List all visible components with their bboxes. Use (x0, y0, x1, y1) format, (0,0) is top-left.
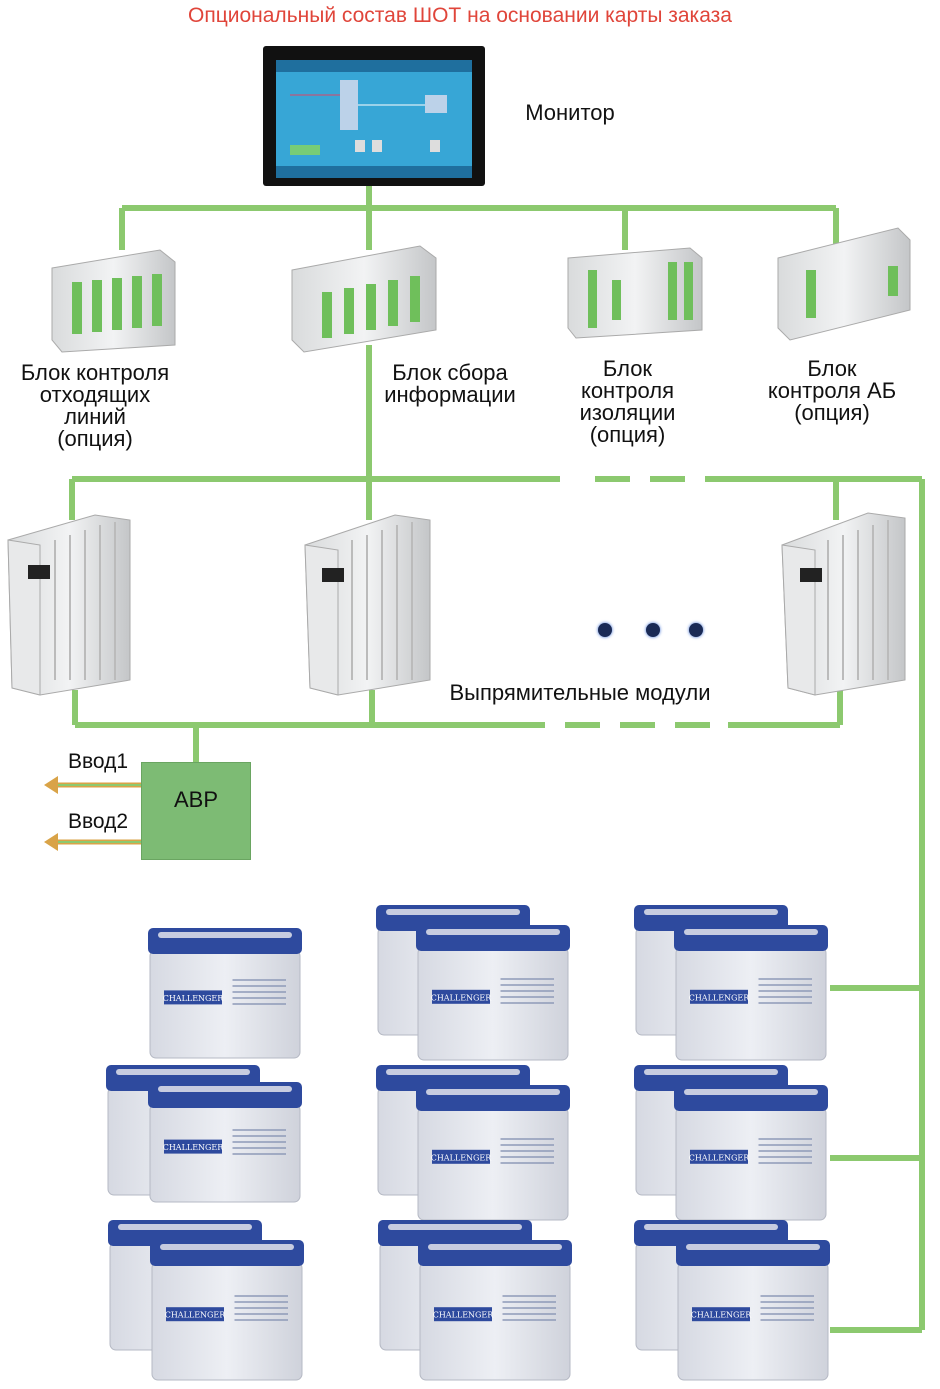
monitor-device (263, 46, 485, 186)
more-modules-dot (689, 623, 703, 637)
battery: CHALLENGER (416, 925, 570, 1061)
label-line: Блок (807, 356, 857, 381)
battery-brand-text: CHALLENGER (431, 1153, 493, 1162)
battery-brand-text: CHALLENGER (433, 1311, 495, 1320)
label-line: изоляции (579, 400, 676, 425)
label-line: Блок сбора (392, 360, 508, 385)
control-block-label-3: Блок контроля изоляции (опция) (560, 358, 695, 446)
input-arrow-1 (44, 776, 141, 794)
input-2-label: Ввод2 (68, 810, 129, 833)
input-1-label: Ввод1 (68, 750, 129, 773)
battery: CHALLENGER (148, 928, 302, 1059)
rectifier-top-bus (69, 476, 925, 1333)
control-block-label-4: Блок контроля АБ (опция) (752, 358, 912, 424)
avr-label: АВР (173, 787, 219, 812)
rectifier-module-3 (781, 512, 906, 696)
control-block-3 (567, 247, 703, 339)
battery: CHALLENGER (416, 1085, 570, 1221)
top-bus (119, 185, 839, 520)
label-line: (опция) (589, 422, 666, 447)
control-block-1 (51, 249, 176, 353)
rectifier-bottom-bus (72, 690, 843, 762)
battery: CHALLENGER (148, 1082, 302, 1203)
label-line: отходящих (39, 382, 151, 407)
battery: CHALLENGER (150, 1240, 304, 1381)
input-arrow-2 (44, 833, 141, 851)
input-arrows (44, 776, 141, 851)
battery-brand-text: CHALLENGER (431, 993, 493, 1002)
battery-brand-text: CHALLENGER (163, 1143, 225, 1152)
label-line: Блок (602, 356, 653, 381)
battery-brand-text: CHALLENGER (689, 993, 751, 1002)
battery: CHALLENGER (674, 925, 828, 1061)
battery-brand-text: CHALLENGER (691, 1311, 753, 1320)
control-block-4 (777, 227, 911, 341)
label-line: (опция) (57, 426, 133, 451)
control-block-label-2: Блок сбора информации (370, 362, 530, 406)
battery-brand-text: CHALLENGER (163, 994, 225, 1003)
label-line: контроля (580, 378, 675, 403)
more-modules-dot (598, 623, 612, 637)
battery: CHALLENGER (674, 1085, 828, 1221)
label-line: контроля АБ (767, 378, 897, 403)
control-block-2 (291, 245, 437, 353)
battery-brand-text: CHALLENGER (165, 1311, 227, 1320)
rectifier-module-2 (304, 514, 431, 696)
control-block-label-1: Блок контроля отходящих линий (опция) (5, 362, 185, 450)
battery: CHALLENGER (418, 1240, 572, 1381)
label-line: Блок контроля (20, 360, 170, 385)
monitor-label: Монитор (525, 100, 615, 125)
battery-brand-text: CHALLENGER (689, 1153, 751, 1162)
battery-banks: CHALLENGER CHALLENGER CHALLENGER CHALLENGER… (106, 905, 830, 1381)
more-modules-dot (646, 623, 660, 637)
label-line: линий (64, 404, 126, 429)
rectifier-modules-label: Выпрямительные модули (449, 680, 711, 705)
diagram-title: Опциональный состав ШОТ на основании кар… (188, 4, 732, 27)
battery: CHALLENGER (676, 1240, 830, 1381)
label-line: (опция) (794, 400, 870, 425)
rectifier-module-1 (7, 514, 131, 696)
avr-block: АВР (141, 762, 251, 860)
label-line: информации (384, 382, 516, 407)
